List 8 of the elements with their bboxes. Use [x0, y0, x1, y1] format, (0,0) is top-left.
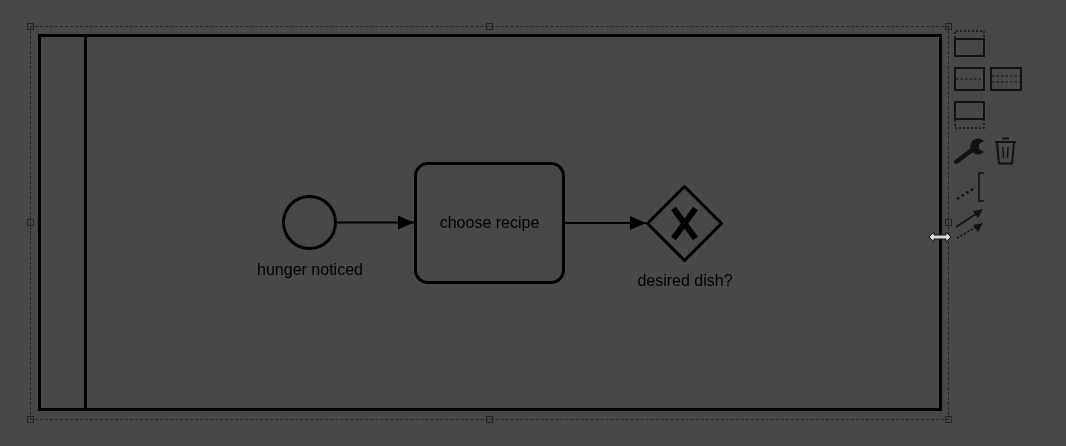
event-label: desired dish? [637, 271, 733, 290]
event-label: hunger noticed [257, 260, 363, 279]
sequence-flow-arrow [336, 215, 415, 230]
gateway-diamond [646, 185, 723, 262]
task-label: choose recipe [438, 213, 541, 233]
pool-frame [38, 34, 942, 411]
sequence-flow-arrow [564, 216, 647, 230]
task-box [414, 162, 565, 284]
